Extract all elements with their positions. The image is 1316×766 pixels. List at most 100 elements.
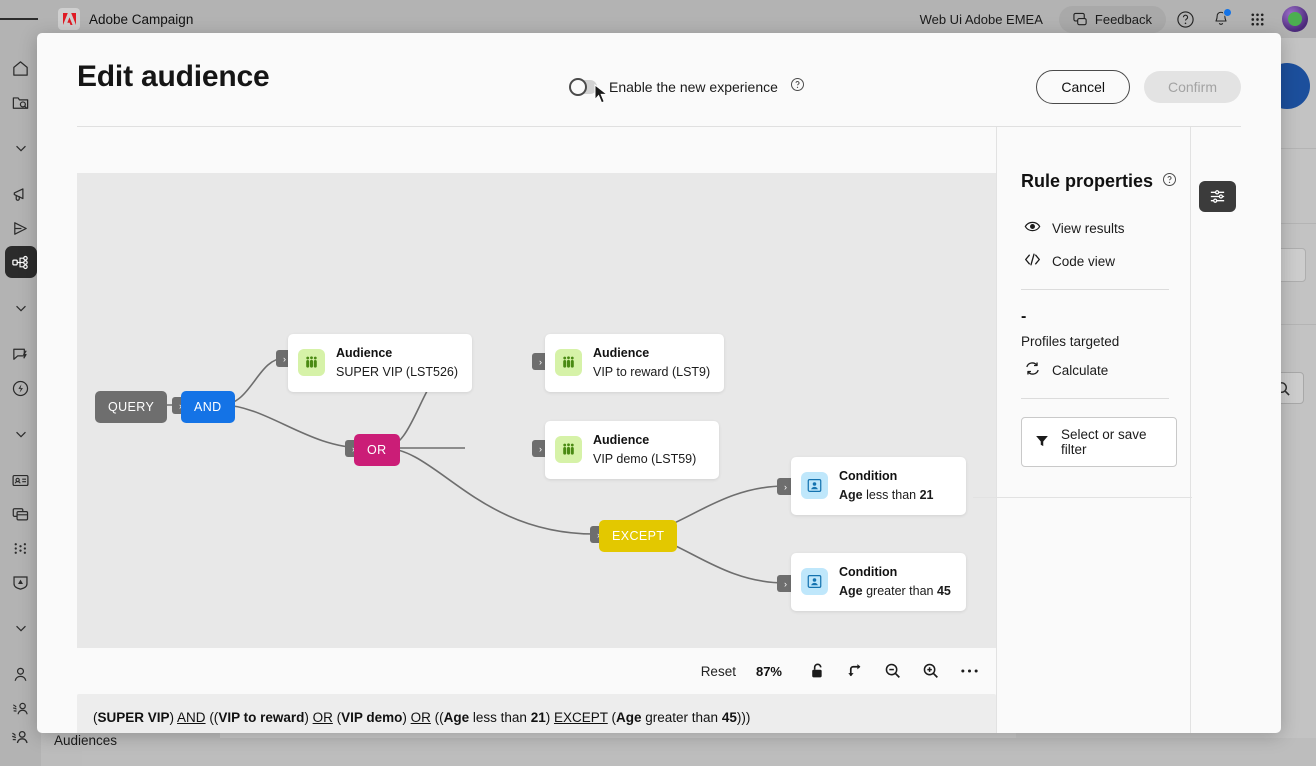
more-horizontal-icon[interactable] bbox=[952, 656, 986, 686]
card-condition-age-less[interactable]: Condition Age less than 21 bbox=[791, 457, 966, 515]
card-type: Audience bbox=[593, 346, 650, 360]
card-audience-super-vip[interactable]: Audience SUPER VIP (LST526) bbox=[288, 334, 473, 392]
brand: Adobe Campaign bbox=[58, 8, 193, 30]
sidebar-chevron-3[interactable] bbox=[5, 418, 37, 450]
sidebar-chevron-1[interactable] bbox=[5, 132, 37, 164]
node-or[interactable]: OR bbox=[354, 434, 400, 466]
profiles-count: - bbox=[1020, 308, 1027, 325]
sidebar-item-lists[interactable] bbox=[5, 498, 37, 530]
tenant-name: Web Ui Adobe EMEA bbox=[919, 11, 1043, 27]
dialog-header: Edit audience Enable the new experience … bbox=[37, 33, 1281, 127]
help-circle-icon[interactable] bbox=[790, 77, 805, 97]
brand-name: Adobe Campaign bbox=[89, 11, 194, 27]
panel-divider bbox=[996, 127, 997, 733]
chevron-down-icon bbox=[15, 625, 26, 632]
chevron-down-icon bbox=[15, 145, 26, 152]
view-results-label: View results bbox=[1051, 220, 1125, 236]
hamburger-icon[interactable] bbox=[0, 0, 39, 38]
cancel-button[interactable]: Cancel bbox=[1036, 70, 1130, 104]
audiences-icon bbox=[13, 702, 28, 714]
sidebar-item-privacy[interactable] bbox=[5, 566, 37, 598]
top-bar: Adobe Campaign Web Ui Adobe EMEA Feedbac… bbox=[0, 0, 1316, 38]
profiles-targeted-label: Profiles targeted bbox=[1020, 334, 1120, 349]
sidebar-item-journeys[interactable] bbox=[5, 212, 37, 244]
card-audience-vip-reward[interactable]: Audience VIP to reward (LST9) bbox=[545, 334, 725, 392]
condition-icon bbox=[801, 472, 828, 500]
sidebar-item-explore[interactable] bbox=[5, 86, 37, 118]
sidebar-chevron-4[interactable] bbox=[5, 612, 37, 644]
card-audience-vip-demo[interactable]: Audience VIP demo (LST59) bbox=[545, 421, 719, 479]
plug-condition-age-greater[interactable]: › bbox=[777, 575, 794, 592]
megaphone-icon bbox=[13, 187, 24, 201]
user-avatar[interactable] bbox=[1282, 6, 1308, 32]
zoom-out-icon[interactable] bbox=[876, 656, 910, 686]
unlock-icon[interactable] bbox=[800, 656, 834, 686]
chevron-down-icon bbox=[15, 431, 26, 438]
plug-audience-vip-reward[interactable]: › bbox=[532, 353, 549, 370]
card-type: Audience bbox=[593, 433, 650, 447]
properties-divider-3 bbox=[972, 497, 1192, 498]
node-and[interactable]: AND bbox=[181, 391, 235, 423]
filter-button-label: Select or save filter bbox=[1060, 427, 1147, 457]
feedback-label: Feedback bbox=[1094, 11, 1152, 27]
card-type: Condition bbox=[839, 565, 898, 579]
home-icon bbox=[13, 60, 28, 76]
card-name: VIP demo (LST59) bbox=[593, 451, 697, 466]
help-circle-icon[interactable] bbox=[1162, 171, 1177, 192]
select-or-save-filter-button[interactable]: Select or save filter bbox=[1020, 417, 1177, 467]
card-name: SUPER VIP (LST526) bbox=[336, 364, 459, 379]
new-experience-toggle[interactable] bbox=[569, 78, 597, 96]
calculate-link[interactable]: Calculate bbox=[1024, 360, 1190, 380]
sliders-icon[interactable] bbox=[1199, 181, 1237, 212]
rule-properties-panel: Rule properties View results bbox=[972, 127, 1192, 733]
query-builder-column: QUERY › AND › bbox=[37, 127, 996, 733]
node-except[interactable]: EXCEPT bbox=[599, 520, 678, 552]
reroute-arrow-icon[interactable] bbox=[838, 656, 872, 686]
sidebar-item-home[interactable] bbox=[5, 52, 37, 84]
view-results-link[interactable]: View results bbox=[1024, 218, 1190, 238]
funnel-icon bbox=[1034, 433, 1050, 452]
sidebar-item-workflows[interactable] bbox=[4, 246, 37, 278]
edit-audience-dialog: Edit audience Enable the new experience … bbox=[37, 33, 1281, 733]
new-experience-toggle-group: Enable the new experience bbox=[569, 77, 805, 97]
node-query[interactable]: QUERY bbox=[95, 391, 168, 423]
id-card-icon bbox=[12, 474, 29, 486]
reset-button[interactable]: Reset bbox=[700, 663, 736, 679]
sidebar-chevron-2[interactable] bbox=[5, 292, 37, 324]
code-brackets-icon bbox=[1024, 251, 1041, 271]
sidebar-item-messages[interactable] bbox=[5, 338, 37, 370]
audiences-breadcrumb: Audiences bbox=[54, 733, 118, 748]
plug-condition-age-less[interactable]: › bbox=[777, 478, 794, 495]
card-condition-age-greater[interactable]: Condition Age greater than 45 bbox=[791, 553, 966, 611]
new-experience-label: Enable the new experience bbox=[609, 79, 778, 95]
lightning-circle-icon bbox=[12, 380, 29, 396]
refresh-icon bbox=[1024, 360, 1041, 380]
folder-search-icon bbox=[12, 96, 29, 109]
sidebar-item-campaigns[interactable] bbox=[5, 178, 37, 210]
sidebar-item-audiences[interactable] bbox=[5, 692, 37, 724]
sidebar-item-profiles[interactable] bbox=[5, 464, 37, 496]
audiences-icon bbox=[10, 727, 30, 752]
mouse-cursor bbox=[594, 83, 610, 111]
code-view-label: Code view bbox=[1051, 253, 1116, 269]
bell-icon[interactable] bbox=[1204, 2, 1238, 36]
shield-icon bbox=[13, 575, 28, 590]
feedback-button[interactable]: Feedback bbox=[1058, 5, 1166, 33]
code-view-link[interactable]: Code view bbox=[1024, 251, 1190, 271]
help-circle-icon[interactable] bbox=[1168, 2, 1202, 36]
query-canvas[interactable]: QUERY › AND › bbox=[77, 173, 996, 648]
app-grid-icon[interactable] bbox=[1240, 2, 1274, 36]
zoom-level: 87% bbox=[755, 663, 782, 679]
adobe-logo-icon bbox=[58, 8, 80, 30]
panel-divider-right bbox=[1190, 127, 1192, 733]
properties-divider-2 bbox=[1020, 398, 1169, 399]
sidebar-item-person[interactable] bbox=[5, 658, 37, 690]
sidebar-item-segments[interactable] bbox=[5, 532, 37, 564]
sidebar-item-triggers[interactable] bbox=[5, 372, 37, 404]
zoom-in-icon[interactable] bbox=[914, 656, 948, 686]
audience-icon bbox=[298, 349, 325, 377]
plug-audience-vip-demo[interactable]: › bbox=[532, 440, 549, 457]
chevron-down-icon bbox=[15, 305, 26, 312]
confirm-button[interactable]: Confirm bbox=[1143, 71, 1241, 103]
canvas-toolbar: Reset 87% bbox=[77, 648, 996, 694]
